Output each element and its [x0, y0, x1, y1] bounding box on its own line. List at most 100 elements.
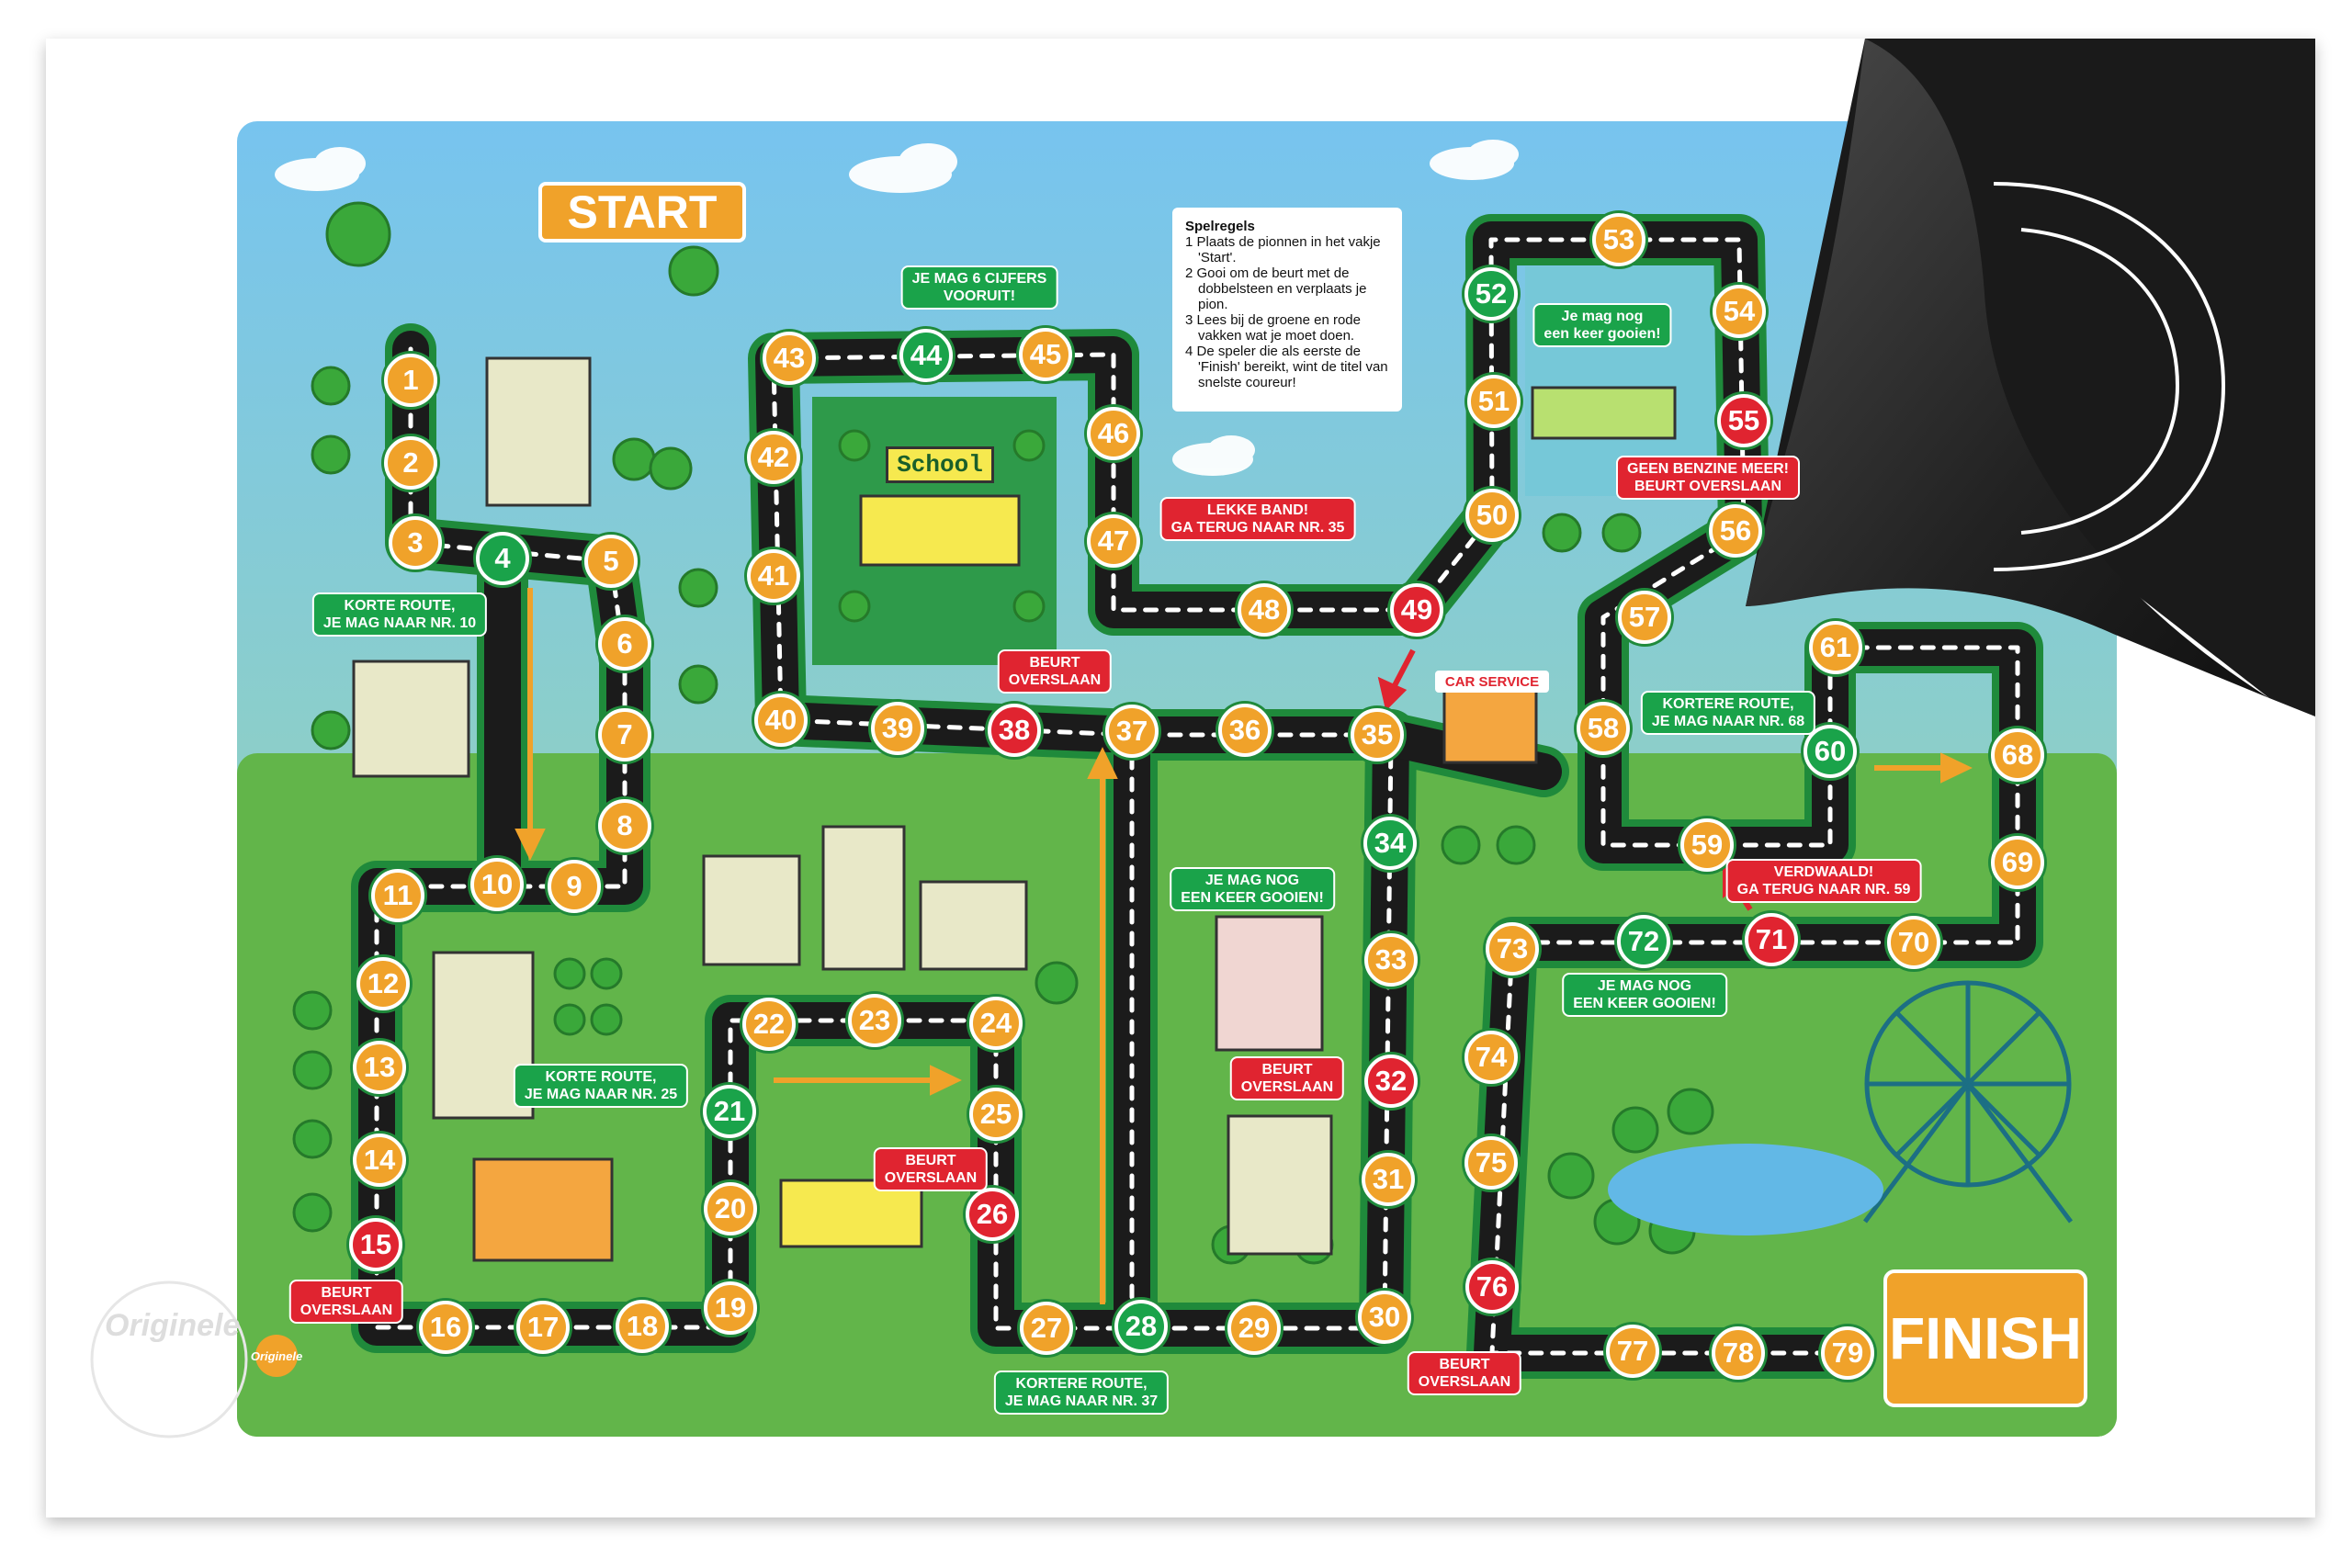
- square-10[interactable]: 10: [470, 858, 524, 911]
- square-50[interactable]: 50: [1465, 489, 1519, 542]
- square-39[interactable]: 39: [871, 702, 924, 755]
- square-14[interactable]: 14: [353, 1134, 406, 1187]
- square-26[interactable]: 26: [966, 1188, 1019, 1241]
- square-12[interactable]: 12: [356, 957, 410, 1010]
- square-75[interactable]: 75: [1464, 1136, 1518, 1190]
- square-46[interactable]: 46: [1087, 407, 1140, 460]
- square-32[interactable]: 32: [1364, 1055, 1418, 1108]
- square-79[interactable]: 79: [1821, 1326, 1874, 1380]
- square-instruction-label: BEURT OVERSLAAN: [997, 649, 1113, 694]
- square-40[interactable]: 40: [754, 694, 808, 747]
- square-54[interactable]: 54: [1713, 285, 1766, 338]
- square-25[interactable]: 25: [969, 1088, 1023, 1141]
- square-33[interactable]: 33: [1364, 933, 1418, 987]
- square-34[interactable]: 34: [1363, 817, 1417, 870]
- rules-panel: Spelregels 1 Plaats de pionnen in het va…: [1172, 208, 1402, 412]
- square-76[interactable]: 76: [1465, 1260, 1519, 1314]
- square-35[interactable]: 35: [1351, 708, 1404, 761]
- finish-sign: FINISH: [1883, 1269, 2087, 1407]
- square-72[interactable]: 72: [1617, 915, 1670, 968]
- rule-item: 1 Plaats de pionnen in het vakje 'Start'…: [1185, 234, 1381, 265]
- square-instruction-label: KORTE ROUTE, JE MAG NAAR NR. 10: [311, 592, 488, 637]
- square-73[interactable]: 73: [1486, 922, 1539, 976]
- square-42[interactable]: 42: [747, 431, 800, 484]
- square-17[interactable]: 17: [516, 1301, 570, 1354]
- square-28[interactable]: 28: [1114, 1300, 1168, 1353]
- rules-title: Spelregels: [1185, 219, 1255, 234]
- square-51[interactable]: 51: [1467, 375, 1521, 428]
- square-19[interactable]: 19: [704, 1281, 757, 1335]
- square-30[interactable]: 30: [1358, 1291, 1411, 1344]
- trees: [292, 201, 1714, 1265]
- square-5[interactable]: 5: [584, 535, 638, 588]
- square-27[interactable]: 27: [1020, 1302, 1073, 1355]
- square-3[interactable]: 3: [389, 516, 442, 570]
- square-20[interactable]: 20: [704, 1182, 757, 1235]
- square-56[interactable]: 56: [1709, 504, 1762, 558]
- square-18[interactable]: 18: [616, 1300, 669, 1353]
- square-23[interactable]: 23: [848, 994, 901, 1047]
- square-31[interactable]: 31: [1362, 1153, 1415, 1206]
- square-8[interactable]: 8: [598, 799, 651, 852]
- square-74[interactable]: 74: [1464, 1031, 1518, 1084]
- square-47[interactable]: 47: [1087, 514, 1140, 568]
- square-49[interactable]: 49: [1390, 583, 1443, 637]
- square-68[interactable]: 68: [1991, 728, 2044, 782]
- square-4[interactable]: 4: [476, 532, 529, 585]
- square-38[interactable]: 38: [988, 704, 1041, 757]
- rule-item: 2 Gooi om de beurt met de dobbelsteen en…: [1185, 265, 1367, 312]
- square-11[interactable]: 11: [371, 869, 424, 922]
- square-instruction-label: BEURT OVERSLAAN: [1407, 1351, 1522, 1395]
- square-22[interactable]: 22: [742, 998, 796, 1051]
- square-78[interactable]: 78: [1712, 1326, 1765, 1380]
- square-53[interactable]: 53: [1592, 213, 1645, 266]
- square-57[interactable]: 57: [1618, 591, 1671, 644]
- square-59[interactable]: 59: [1680, 818, 1734, 872]
- square-60[interactable]: 60: [1804, 725, 1857, 778]
- square-69[interactable]: 69: [1991, 836, 2044, 889]
- square-37[interactable]: 37: [1105, 705, 1159, 758]
- buildings: [352, 356, 1677, 1262]
- square-52[interactable]: 52: [1464, 267, 1518, 321]
- square-instruction-label: Je mag nog een keer gooien!: [1532, 303, 1672, 347]
- square-instruction-label: BEURT OVERSLAAN: [1229, 1056, 1345, 1100]
- square-71[interactable]: 71: [1745, 913, 1798, 966]
- square-7[interactable]: 7: [598, 708, 651, 761]
- square-1[interactable]: 1: [384, 354, 437, 407]
- square-41[interactable]: 41: [747, 549, 800, 603]
- clouds: [275, 140, 1928, 476]
- square-77[interactable]: 77: [1606, 1325, 1659, 1378]
- square-55[interactable]: 55: [1717, 394, 1770, 447]
- square-44[interactable]: 44: [899, 329, 953, 382]
- square-instruction-label: GEEN BENZINE MEER! BEURT OVERSLAAN: [1615, 456, 1801, 500]
- square-58[interactable]: 58: [1577, 702, 1630, 755]
- square-instruction-label: VERDWAALD! GA TERUG NAAR NR. 59: [1725, 859, 1922, 903]
- square-2[interactable]: 2: [384, 436, 437, 490]
- square-9[interactable]: 9: [548, 860, 601, 913]
- car-service-sign: CAR SERVICE: [1435, 671, 1549, 693]
- rule-item: 4 De speler die als eerste de 'Finish' b…: [1185, 344, 1388, 390]
- square-instruction-label: JE MAG 6 CIJFERS VOORUIT!: [900, 265, 1058, 310]
- square-48[interactable]: 48: [1238, 583, 1291, 637]
- pond: [1608, 1144, 1883, 1235]
- square-43[interactable]: 43: [763, 332, 816, 385]
- square-instruction-label: KORTERE ROUTE, JE MAG NAAR NR. 37: [993, 1371, 1170, 1415]
- square-instruction-label: KORTE ROUTE, JE MAG NAAR NR. 25: [513, 1064, 689, 1108]
- square-13[interactable]: 13: [353, 1041, 406, 1094]
- start-sign: START: [538, 182, 746, 243]
- brand-logo: Originele: [105, 1308, 241, 1343]
- square-70[interactable]: 70: [1887, 916, 1940, 969]
- square-instruction-label: JE MAG NOG EEN KEER GOOIEN!: [1562, 973, 1727, 1017]
- square-16[interactable]: 16: [419, 1301, 472, 1354]
- square-6[interactable]: 6: [598, 617, 651, 671]
- square-45[interactable]: 45: [1019, 328, 1072, 381]
- square-24[interactable]: 24: [969, 997, 1023, 1050]
- shortcut-arrows: [514, 588, 1973, 1304]
- square-21[interactable]: 21: [703, 1085, 756, 1138]
- square-15[interactable]: 15: [349, 1218, 402, 1271]
- square-36[interactable]: 36: [1218, 704, 1272, 757]
- brand-logo-small: Originele: [251, 1335, 302, 1377]
- rule-item: 3 Lees bij de groene en rode vakken wat …: [1185, 312, 1361, 344]
- square-61[interactable]: 61: [1809, 621, 1862, 674]
- square-29[interactable]: 29: [1227, 1302, 1281, 1355]
